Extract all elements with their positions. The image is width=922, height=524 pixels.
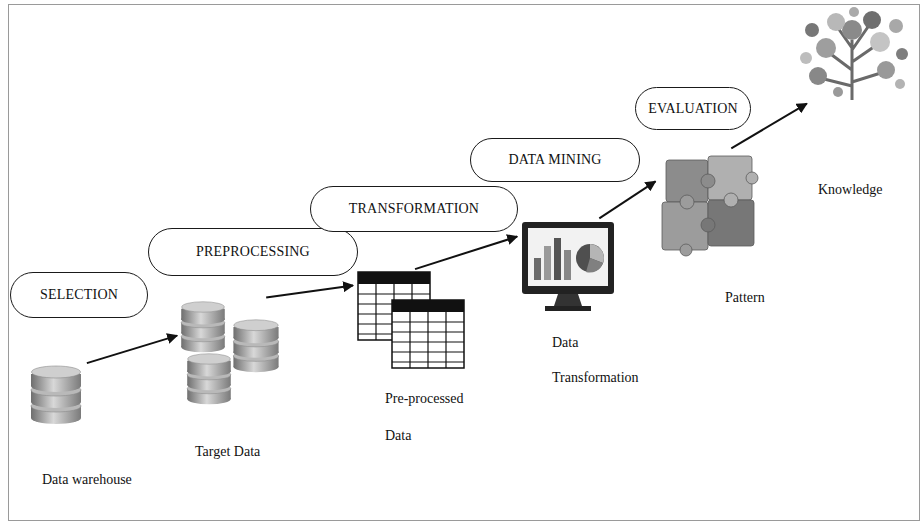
- puzzle-icon: [662, 156, 758, 256]
- stage-icon: Pattern: [658, 150, 765, 307]
- stage-icon: Pre-processed Data: [356, 270, 485, 454]
- database-icon: [181, 302, 225, 353]
- flow-arrow: [599, 181, 655, 218]
- knowledge-tree-icon: [800, 7, 908, 100]
- icon-area: [356, 270, 464, 370]
- step-label: EVALUATION: [648, 101, 738, 117]
- stage-label: Target Data: [195, 443, 260, 461]
- stage-label: Data Transformation: [552, 325, 660, 395]
- database-icon: [233, 320, 278, 372]
- stage-icon: Target Data: [180, 298, 284, 461]
- process-step: EVALUATION: [635, 87, 751, 130]
- flow-arrow: [415, 237, 517, 270]
- icon-area: [28, 364, 84, 426]
- icon-area: [180, 298, 284, 406]
- database-icon: [31, 366, 81, 424]
- flow-arrow: [87, 336, 177, 364]
- database-icon: [187, 354, 231, 405]
- stage-label: Knowledge: [818, 181, 883, 199]
- step-label: PREPROCESSING: [196, 244, 310, 260]
- process-step: SELECTION: [10, 272, 148, 318]
- step-label: SELECTION: [40, 287, 118, 303]
- process-step: PREPROCESSING: [148, 228, 358, 276]
- stage-icon: Data warehouse: [28, 364, 132, 489]
- icon-area: [658, 150, 762, 264]
- process-step: DATA MINING: [470, 138, 640, 182]
- step-label: TRANSFORMATION: [349, 201, 479, 217]
- frame: [9, 5, 920, 521]
- monitor-icon: [522, 222, 614, 311]
- icon-area: [798, 8, 912, 102]
- stage-label: Data warehouse: [42, 471, 132, 489]
- process-step: TRANSFORMATION: [310, 186, 518, 232]
- icon-area: [520, 220, 616, 312]
- stage-icon: Knowledge: [798, 8, 912, 199]
- stage-icon: Data Transformation: [520, 220, 660, 395]
- flow-arrow: [266, 285, 353, 297]
- stage-label: Pattern: [725, 289, 765, 307]
- table-icon: [392, 300, 464, 368]
- stage-label: Pre-processed Data: [385, 380, 485, 454]
- step-label: DATA MINING: [508, 152, 601, 168]
